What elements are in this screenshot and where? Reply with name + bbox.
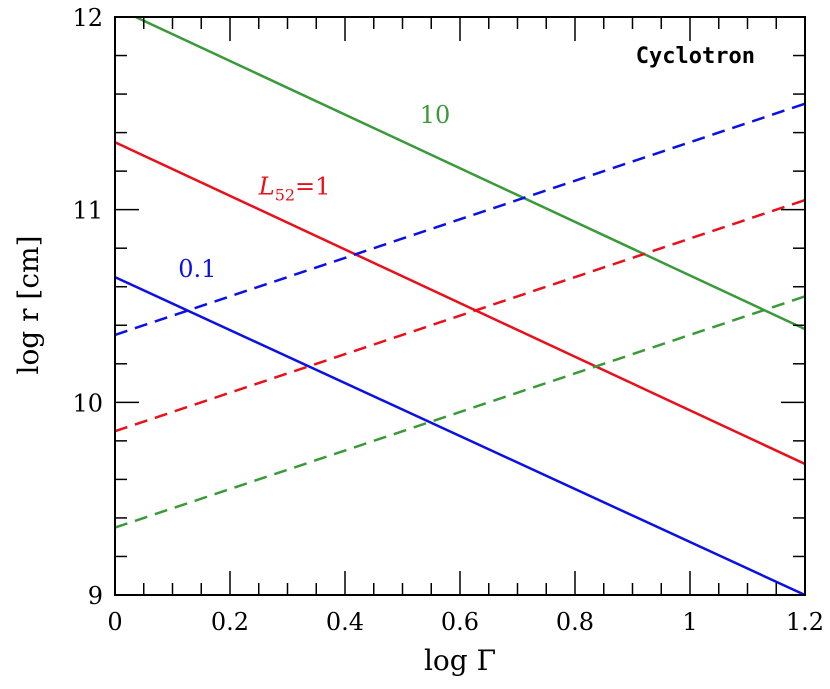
x-axis-label: log Γ (424, 644, 496, 677)
y-axis-label: log r [cm] (12, 235, 45, 374)
annotation-cyclotron: Cyclotron (636, 44, 755, 69)
series-layer (115, 17, 805, 595)
ticks-layer: 0 0.2 0.4 0.6 0.8 1 1.2 9 10 11 12 (72, 4, 824, 636)
series-line-1-solid (115, 275, 805, 595)
curve-label: L52=1 (258, 172, 331, 204)
curve-label: 10 (420, 101, 451, 129)
series-line-4-dashed (115, 102, 805, 337)
y-tick-label: 11 (72, 197, 103, 225)
x-tick-label: 0.4 (326, 608, 364, 636)
x-tick-label: 0 (107, 608, 122, 636)
x-tick-label: 0.6 (441, 608, 479, 636)
series-line-3-solid (132, 17, 805, 331)
y-tick-label: 12 (72, 4, 103, 32)
series-line-6-dashed (115, 295, 805, 529)
plot-frame (114, 16, 806, 596)
curve-label: 0.1 (178, 255, 216, 283)
x-tick-label: 0.8 (556, 608, 594, 636)
series-line-2-solid (115, 141, 805, 466)
x-tick-label: 1.2 (786, 608, 824, 636)
series-line-5-dashed (115, 198, 805, 433)
x-tick-label: 1 (682, 608, 697, 636)
y-tick-label: 9 (88, 582, 103, 610)
x-tick-label: 0.2 (211, 608, 249, 636)
y-tick-label: 10 (72, 389, 103, 417)
